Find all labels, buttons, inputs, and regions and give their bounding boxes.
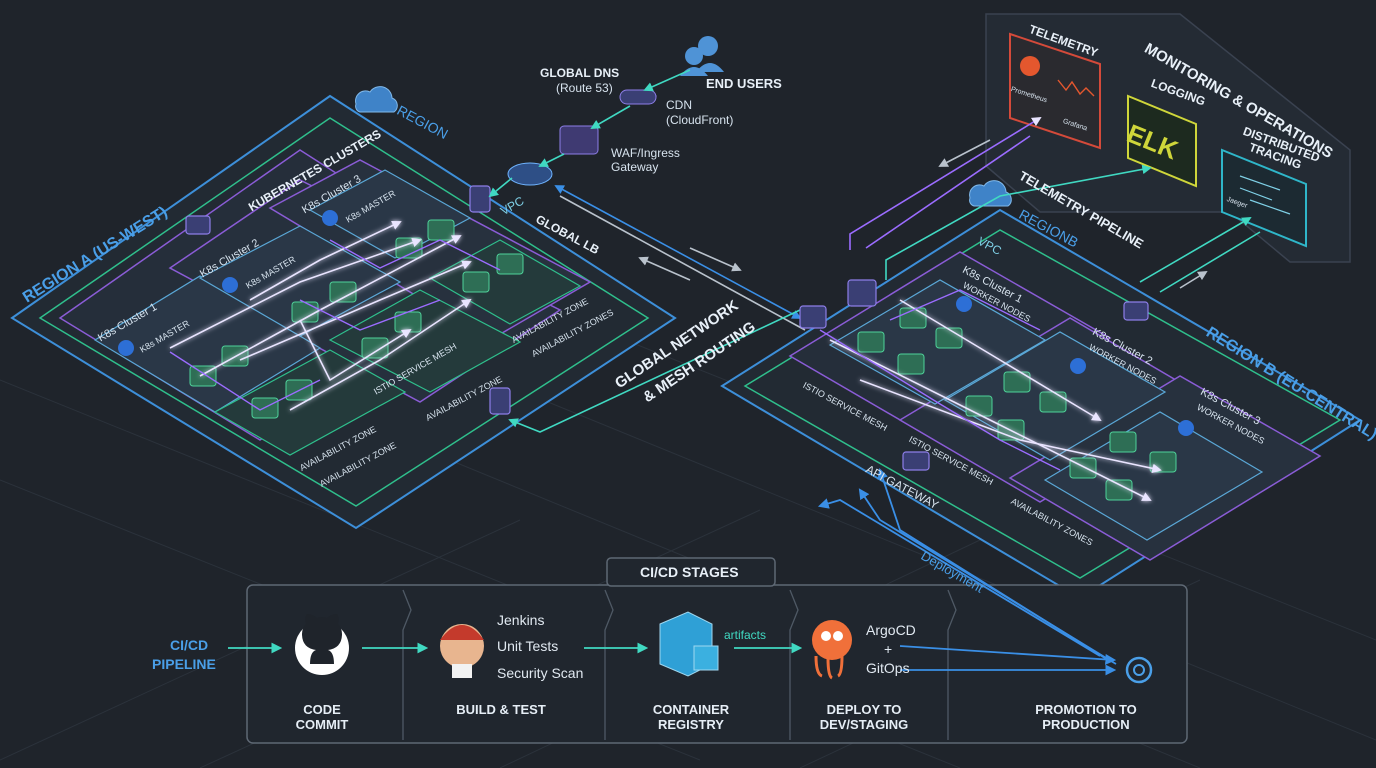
stage-container-registry: CONTAINER REGISTRY <box>652 702 730 732</box>
region-a-masters <box>118 210 338 356</box>
stage-deploy-staging: DEPLOY TO DEV/STAGING <box>819 702 909 732</box>
jenkins-icon <box>440 622 484 678</box>
users-icon <box>680 30 724 76</box>
cdn-sub: (CloudFront) <box>666 113 734 127</box>
cdn-label: CDN <box>666 98 692 112</box>
stage-build-test: BUILD & TEST <box>456 702 546 717</box>
waf-sub: Gateway <box>611 160 659 174</box>
artifacts-label: artifacts <box>724 628 767 642</box>
telemetry-flows <box>849 116 1261 293</box>
argocd-label: ArgoCD <box>866 622 916 638</box>
gitops-label: GitOps <box>866 660 910 676</box>
stage-promotion-production: PROMOTION TO PRODUCTION <box>1035 702 1137 732</box>
argocd-icon <box>812 620 852 678</box>
gear-icon <box>1125 656 1153 684</box>
region-a-gateway-devices <box>185 185 511 415</box>
cicd-stages-title: CI/CD STAGES <box>640 564 739 580</box>
stage-code-commit: CODE COMMIT <box>295 702 349 732</box>
edge-flows <box>488 69 806 433</box>
github-icon <box>295 621 349 675</box>
cicd-pipeline-label-1: CI/CD <box>170 637 209 653</box>
cicd-flows <box>228 467 1117 676</box>
region-b-cloud-icon <box>969 180 1012 207</box>
plus-label: + <box>884 641 893 657</box>
region-b-gateway-devices <box>799 279 1149 471</box>
cicd-icons <box>295 611 1153 684</box>
end-users-label: END USERS <box>706 76 782 91</box>
jenkins-label: Jenkins <box>497 612 545 628</box>
cicd-pipeline-label-2: PIPELINE <box>152 656 216 672</box>
region-b-purple-flows <box>819 289 1061 471</box>
global-dns-label: GLOBAL DNS <box>540 66 620 80</box>
container-registry-icon <box>660 612 718 676</box>
region-b-workers <box>956 296 1194 436</box>
region-a-cloud-icon <box>355 86 398 113</box>
edge-network <box>507 36 724 186</box>
security-scan-label: Security Scan <box>497 665 584 681</box>
region-a-purple-flows <box>169 239 501 411</box>
waf-label: WAF/Ingress <box>611 146 680 160</box>
region-b-mesh-flows <box>829 299 1162 501</box>
global-dns-sub: (Route 53) <box>556 81 613 95</box>
unit-tests-label: Unit Tests <box>497 638 559 654</box>
